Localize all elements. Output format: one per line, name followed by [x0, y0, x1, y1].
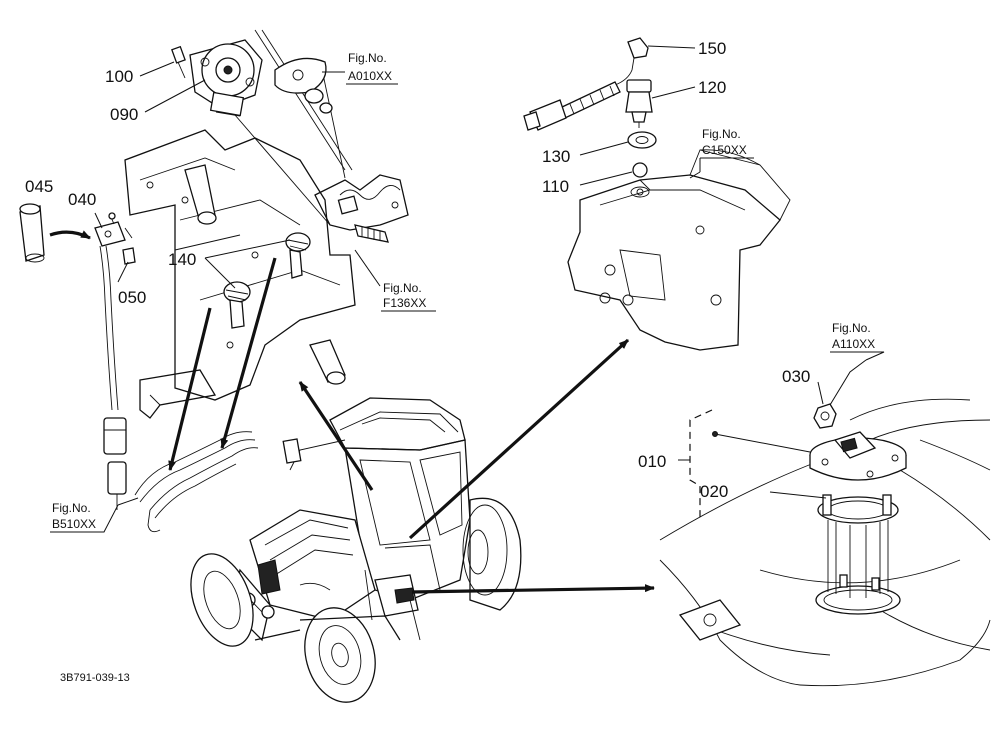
tractor-illustration — [190, 397, 522, 703]
drawing-number: 3B791-039-13 — [60, 672, 130, 684]
arrow-to-fuel-unit — [411, 584, 655, 594]
leader-lines — [94, 45, 867, 506]
figref-c150: C150XX — [702, 143, 747, 157]
figref-a110-title: Fig.No. — [832, 321, 871, 335]
washer-130 — [627, 131, 657, 149]
label-120: 120 — [698, 78, 726, 97]
label-050: 050 — [118, 288, 146, 307]
label-150: 150 — [698, 39, 726, 58]
label-010: 010 — [638, 452, 666, 471]
fuel-tank-a110 — [659, 398, 991, 687]
wire-harness-b510 — [134, 431, 259, 533]
sensor-harness-150 — [523, 37, 649, 131]
o-ring-110 — [632, 162, 648, 178]
pedal-bracket-assembly — [124, 29, 409, 419]
transmission-case-c150 — [567, 149, 791, 351]
rubber-cap-045 — [19, 203, 45, 263]
figref-a010: A010XX — [348, 69, 392, 83]
cap-to-switch-arrow — [49, 230, 91, 240]
figref-f136: F136XX — [383, 296, 426, 310]
arrow-to-sensor — [408, 338, 630, 540]
knob-arrow-left — [168, 307, 212, 471]
potentiometer-sensor-090 — [189, 39, 263, 117]
figref-a110: A110XX — [832, 337, 875, 351]
assembly-bracket-010 — [678, 409, 713, 520]
fuel-gauge-unit-020 — [809, 431, 907, 615]
label-100: 100 — [105, 67, 133, 86]
label-130: 130 — [542, 147, 570, 166]
bolt-100 — [171, 45, 186, 79]
adjust-knobs-140 — [223, 232, 311, 329]
knob-arrow-right — [220, 257, 277, 449]
switch-assembly-040 — [94, 212, 136, 510]
label-020: 020 — [700, 482, 728, 501]
label-110: 110 — [542, 177, 569, 196]
label-140: 140 — [168, 250, 196, 269]
label-030: 030 — [782, 367, 810, 386]
label-045: 045 — [25, 177, 53, 196]
cap-nut-030 — [813, 403, 837, 429]
label-090: 090 — [110, 105, 138, 124]
label-040: 040 — [68, 190, 96, 209]
figref-f136-title: Fig.No. — [383, 281, 422, 295]
figref-b510-title: Fig.No. — [52, 501, 91, 515]
arrow-to-pedal — [298, 381, 374, 491]
figref-a010-title: Fig.No. — [348, 51, 387, 65]
figref-c150-title: Fig.No. — [702, 127, 741, 141]
figref-b510: B510XX — [52, 517, 96, 531]
speed-sensor-120 — [625, 79, 653, 128]
cover-plate-a010 — [274, 57, 333, 114]
